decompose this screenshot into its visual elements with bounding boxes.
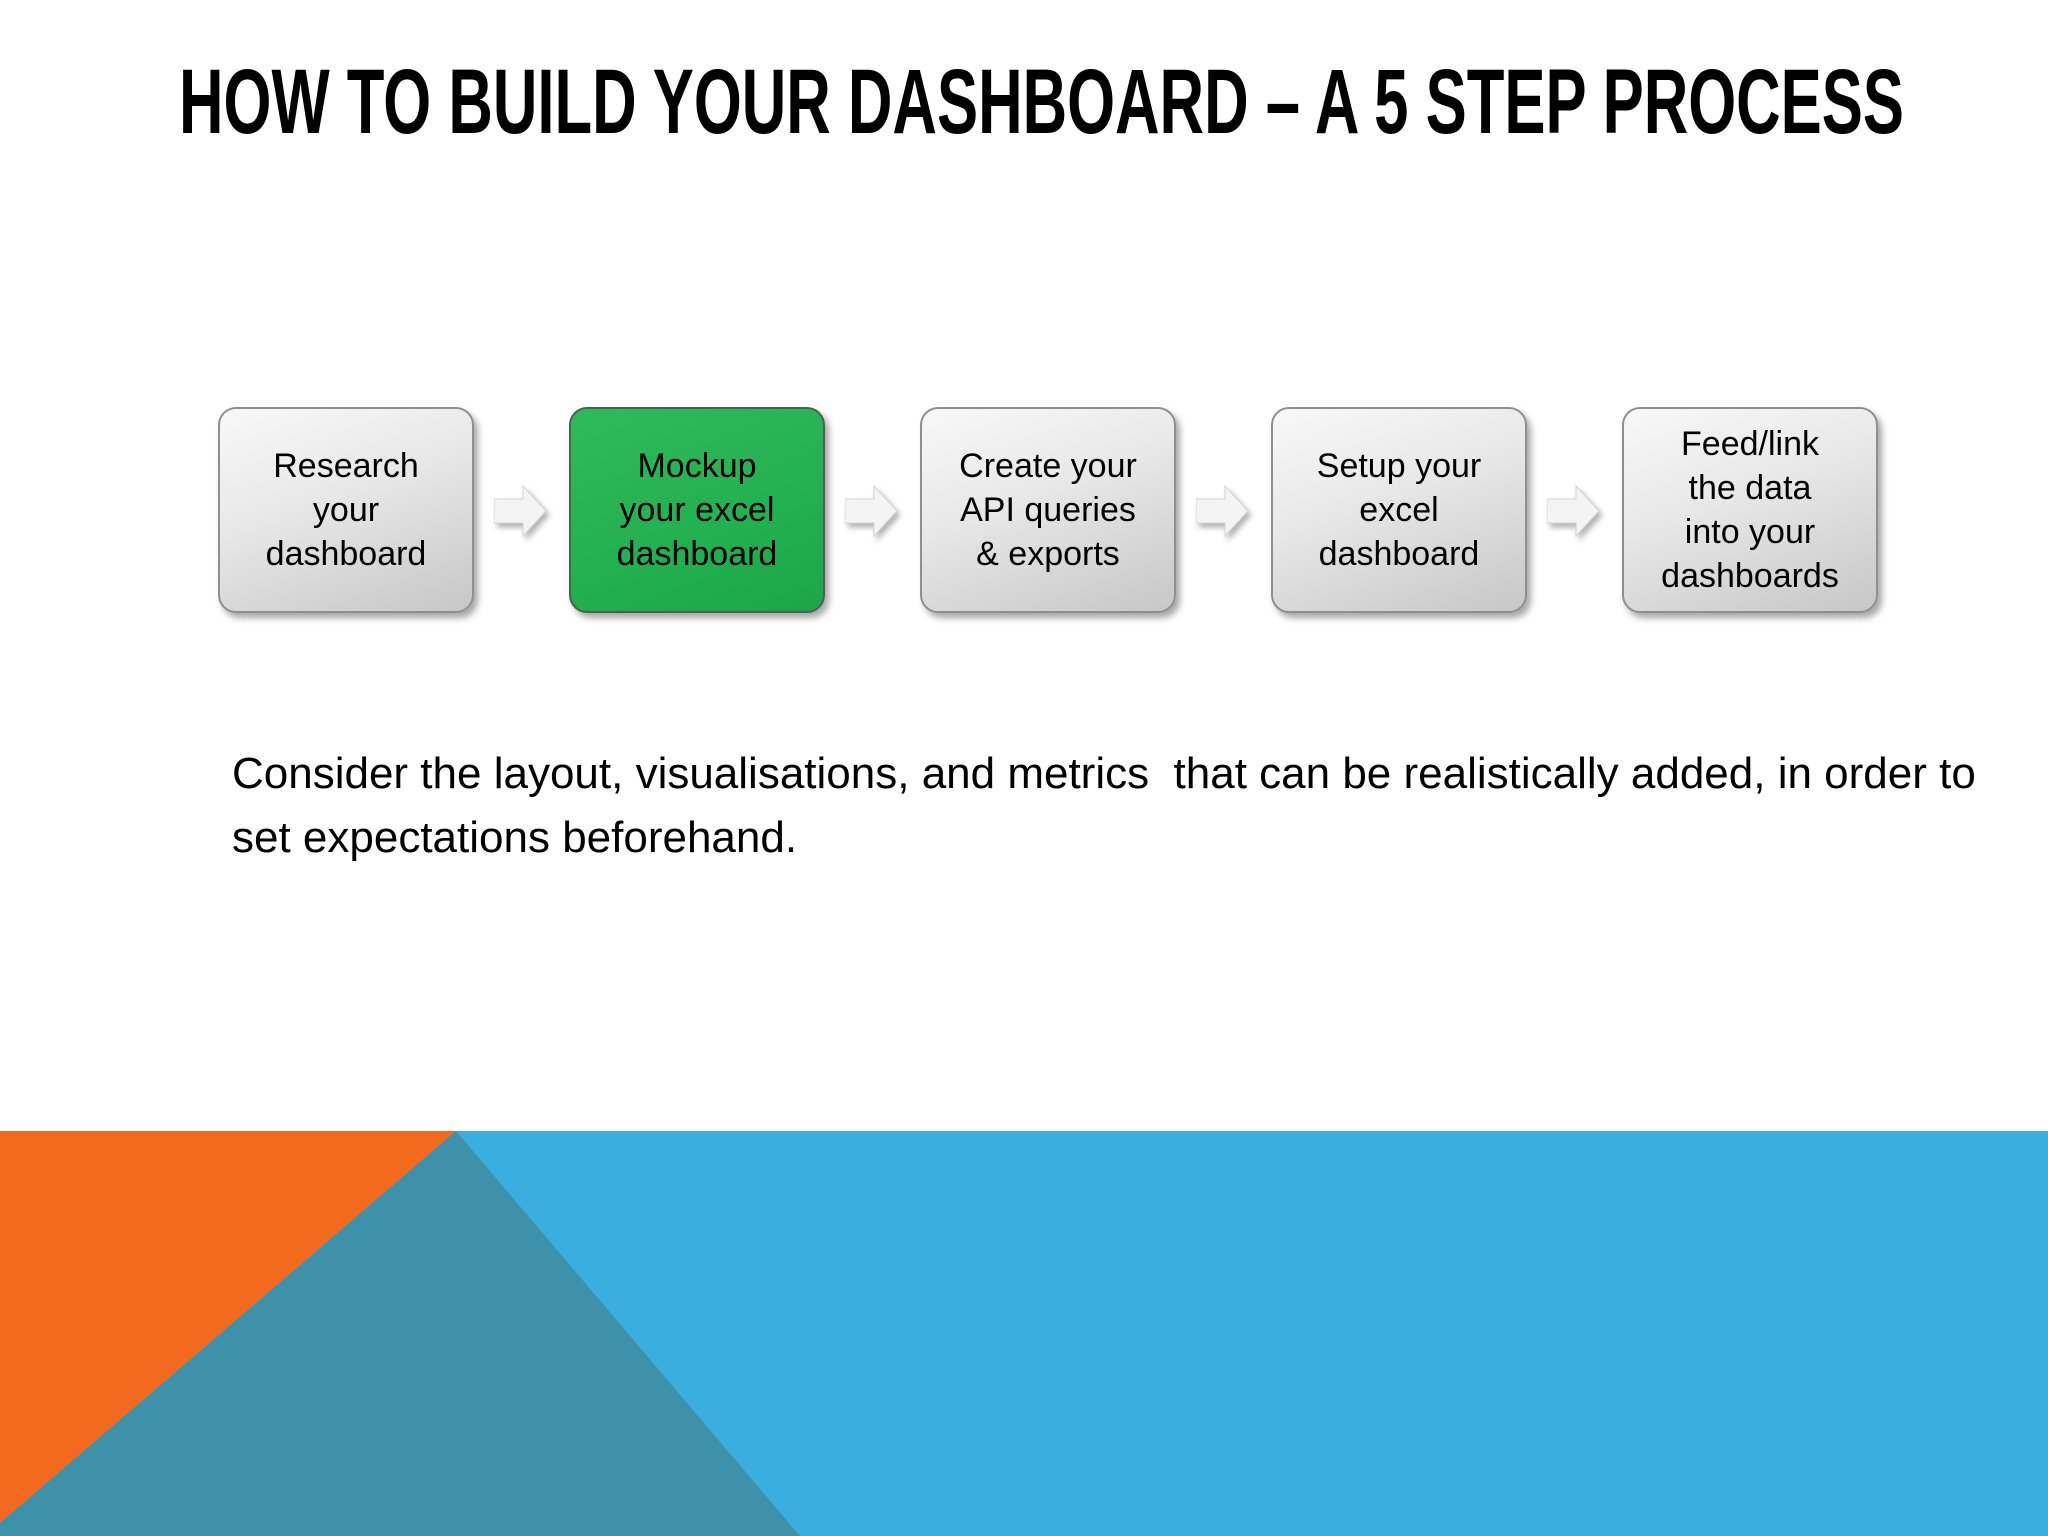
step-setup: Setup your excel dashboard bbox=[1271, 407, 1527, 613]
step-research: Research your dashboard bbox=[218, 407, 474, 613]
page-title-text: HOW TO BUILD YOUR DASHBOARD – A 5 STEP P… bbox=[179, 51, 1905, 153]
process-steps: Research your dashboard Mockup your exce… bbox=[218, 407, 1878, 613]
step-label: Mockup your excel dashboard bbox=[616, 447, 778, 573]
arrow-right-icon bbox=[825, 409, 920, 611]
arrow-right-icon bbox=[1176, 409, 1271, 611]
bottom-decoration bbox=[0, 1131, 2048, 1536]
arrow-right-glyph bbox=[1195, 484, 1249, 538]
arrow-right-icon bbox=[1527, 409, 1622, 611]
page-title: HOW TO BUILD YOUR DASHBOARD – A 5 STEP P… bbox=[179, 47, 2048, 158]
step-label: Setup your excel dashboard bbox=[1316, 447, 1482, 573]
step-create-api: Create your API queries & exports bbox=[920, 407, 1176, 613]
band-teal-triangle bbox=[0, 1131, 800, 1536]
band-orange-triangle bbox=[0, 1131, 456, 1523]
body-text: Consider the layout, visualisations, and… bbox=[232, 749, 1989, 862]
arrow-right-glyph bbox=[844, 484, 898, 538]
arrow-right-glyph bbox=[493, 484, 547, 538]
step-label: Research your dashboard bbox=[265, 447, 427, 573]
arrow-right-shape bbox=[493, 484, 547, 538]
arrow-right-shape bbox=[1546, 484, 1600, 538]
arrow-right-shape bbox=[844, 484, 898, 538]
step-feed-link: Feed/link the data into your dashboards bbox=[1622, 407, 1878, 613]
step-label: Create your API queries & exports bbox=[959, 447, 1137, 573]
arrow-right-icon bbox=[474, 409, 569, 611]
arrow-right-glyph bbox=[1546, 484, 1600, 538]
arrow-right-shape bbox=[1195, 484, 1249, 538]
step-mockup: Mockup your excel dashboard bbox=[569, 407, 825, 613]
step-label: Feed/link the data into your dashboards bbox=[1661, 425, 1839, 595]
